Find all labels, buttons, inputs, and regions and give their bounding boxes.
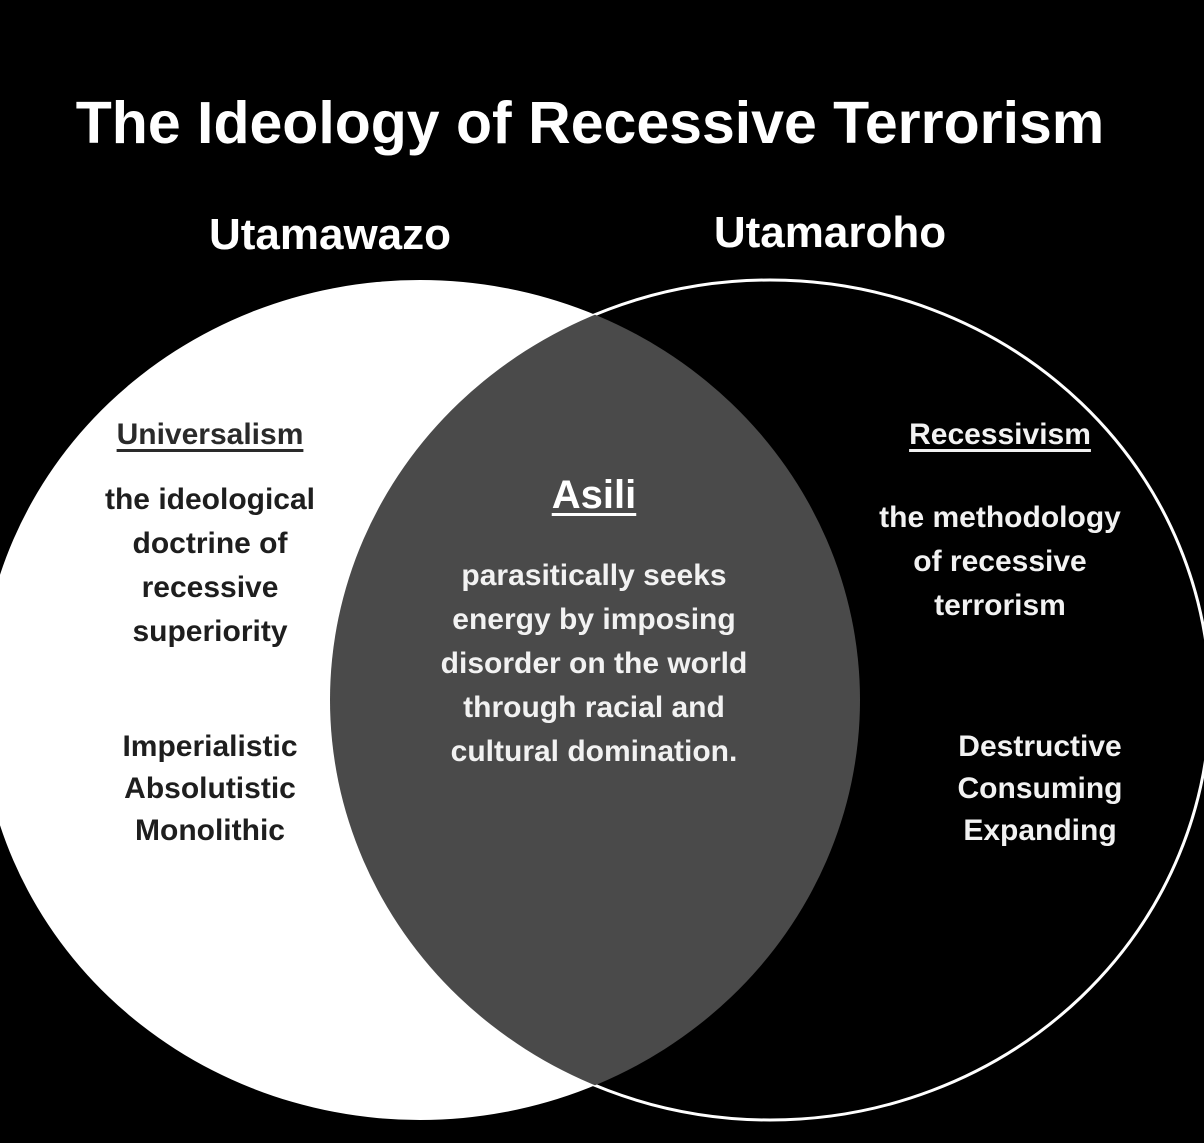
left-set-heading: Universalism [116, 418, 304, 451]
diagram-title: The Ideology of Recessive Terrorism [75, 90, 1105, 156]
left-set-traits: Imperialistic Absolutistic Monolithic [122, 730, 298, 847]
left-set-label: Utamawazo [208, 210, 452, 259]
right-set-label: Utamaroho [713, 208, 947, 257]
right-set-heading: Recessivism [909, 418, 1091, 451]
right-set-traits: Destructive Consuming Expanding [957, 730, 1123, 847]
intersection-heading: Asili [551, 473, 637, 517]
left-set-definition: the ideological doctrine of recessive su… [104, 483, 316, 648]
intersection-region [330, 280, 860, 1120]
right-set-definition: the methodology of recessive terrorism [879, 501, 1121, 622]
intersection-definition: parasitically seeks energy by imposing d… [440, 559, 748, 768]
